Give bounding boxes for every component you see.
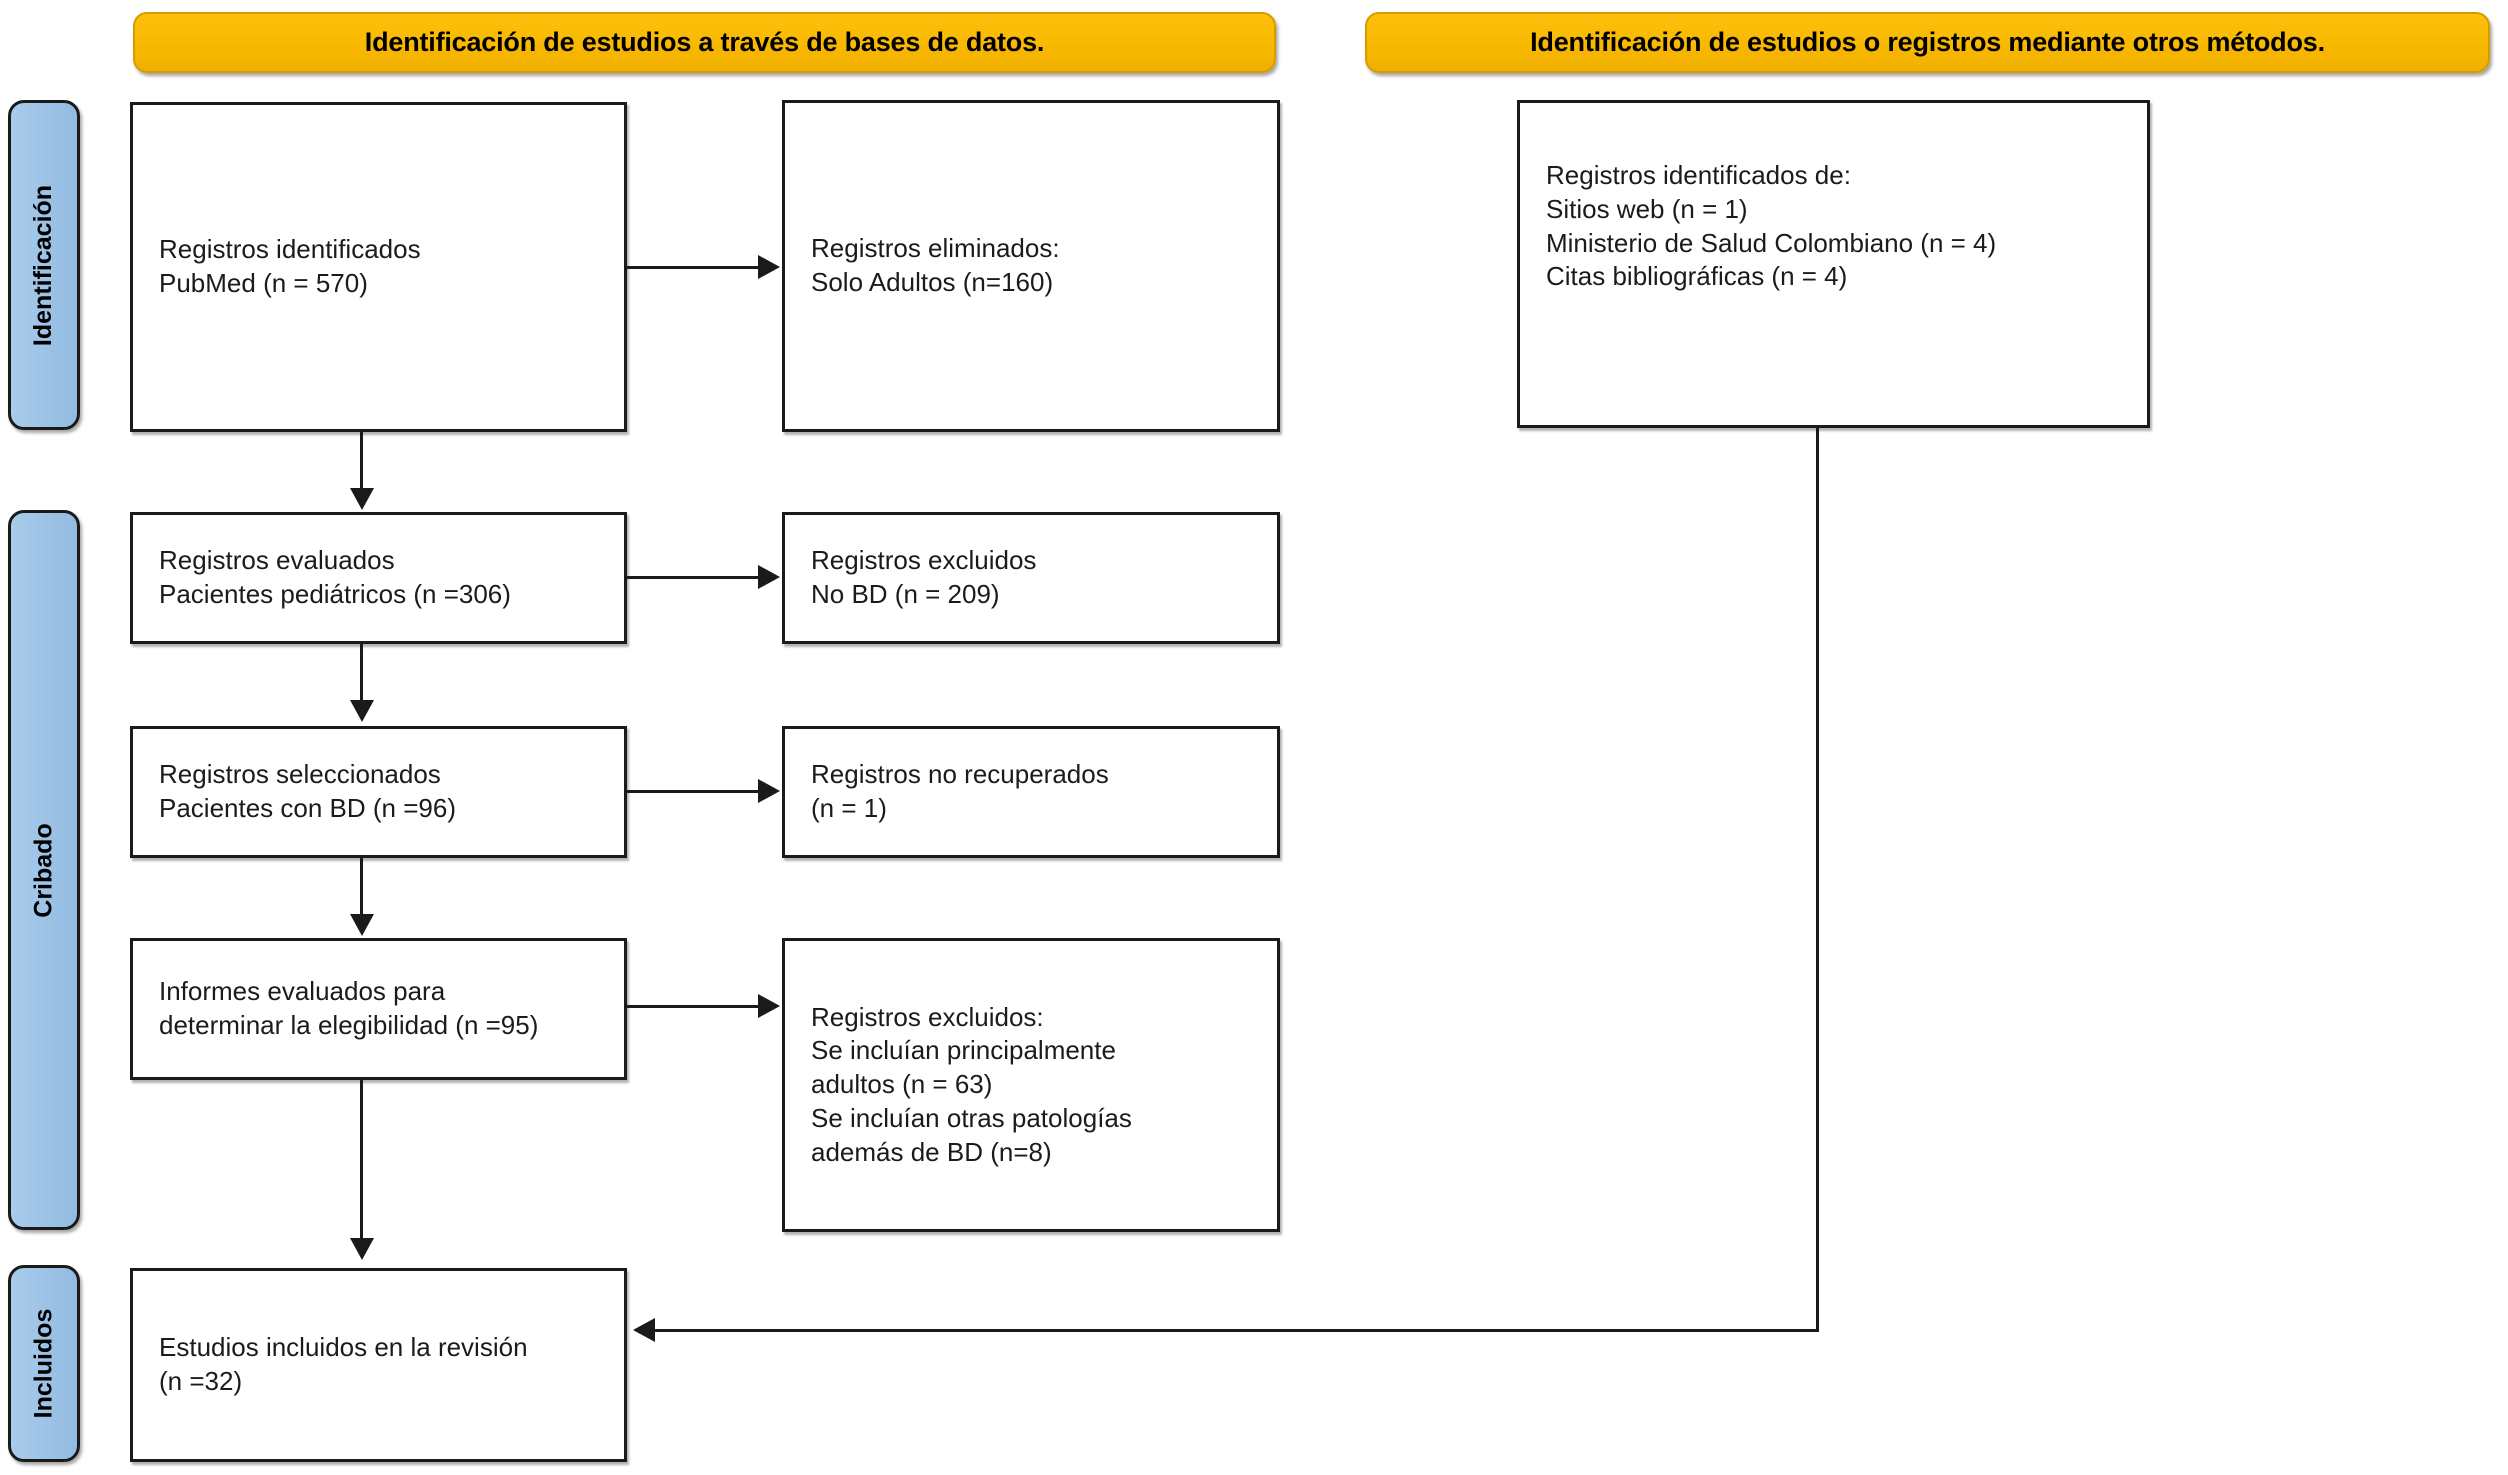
stage-tab-identificacion-label: Identificación — [29, 184, 58, 346]
box-reports-assessed-text: Informes evaluados para determinar la el… — [159, 976, 539, 1040]
box-reports-excluded: Registros excluidos: Se incluían princip… — [782, 938, 1280, 1232]
banner-databases-label: Identificación de estudios a través de b… — [364, 27, 1045, 57]
arrow-identified-to-screened — [350, 488, 374, 510]
box-records-identified-other: Registros identificados de: Sitios web (… — [1517, 100, 2150, 428]
connector-other-methods-to-included — [655, 1329, 1819, 1332]
box-records-removed-text: Registros eliminados: Solo Adultos (n=16… — [811, 233, 1060, 297]
arrow-screened-to-excluded — [758, 565, 780, 589]
stage-tab-cribado: Cribado — [8, 510, 80, 1230]
arrow-assessed-to-reports-excluded — [758, 994, 780, 1018]
box-records-not-retrieved-text: Registros no recuperados (n = 1) — [811, 759, 1109, 823]
box-studies-included: Estudios incluidos en la revisión (n =32… — [130, 1268, 627, 1462]
connector-identified-to-removed — [627, 266, 760, 269]
stage-tab-cribado-label: Cribado — [29, 822, 58, 918]
box-records-selected: Registros seleccionados Pacientes con BD… — [130, 726, 627, 858]
arrow-selected-to-not-retrieved — [758, 779, 780, 803]
box-reports-excluded-text: Registros excluidos: Se incluían princip… — [811, 1001, 1132, 1167]
connector-screened-to-excluded — [627, 576, 760, 579]
arrow-other-methods-to-included — [633, 1318, 655, 1342]
banner-other-methods-label: Identificación de estudios o registros m… — [1530, 27, 2325, 57]
arrow-assessed-to-included — [350, 1238, 374, 1260]
connector-selected-to-assessed — [360, 858, 363, 918]
arrow-selected-to-assessed — [350, 914, 374, 936]
box-records-excluded: Registros excluidos No BD (n = 209) — [782, 512, 1280, 644]
connector-selected-to-not-retrieved — [627, 790, 760, 793]
box-records-excluded-text: Registros excluidos No BD (n = 209) — [811, 545, 1037, 609]
banner-databases: Identificación de estudios a través de b… — [133, 12, 1276, 73]
connector-assessed-to-included — [360, 1080, 363, 1240]
box-reports-assessed: Informes evaluados para determinar la el… — [130, 938, 627, 1080]
box-studies-included-text: Estudios incluidos en la revisión (n =32… — [159, 1332, 528, 1396]
connector-assessed-to-reports-excluded — [627, 1005, 760, 1008]
banner-other-methods: Identificación de estudios o registros m… — [1365, 12, 2490, 73]
connector-identified-to-screened — [360, 432, 363, 492]
box-records-screened-text: Registros evaluados Pacientes pediátrico… — [159, 545, 511, 609]
box-records-identified-db: Registros identificados PubMed (n = 570) — [130, 102, 627, 432]
box-records-identified-db-text: Registros identificados PubMed (n = 570) — [159, 234, 421, 298]
box-records-identified-other-text: Registros identificados de: Sitios web (… — [1546, 160, 1997, 292]
box-records-not-retrieved: Registros no recuperados (n = 1) — [782, 726, 1280, 858]
box-records-screened: Registros evaluados Pacientes pediátrico… — [130, 512, 627, 644]
stage-tab-identificacion: Identificación — [8, 100, 80, 430]
connector-other-methods-down — [1816, 428, 1819, 1332]
box-records-selected-text: Registros seleccionados Pacientes con BD… — [159, 759, 456, 823]
arrow-identified-to-removed — [758, 255, 780, 279]
box-records-removed: Registros eliminados: Solo Adultos (n=16… — [782, 100, 1280, 432]
arrow-screened-to-selected — [350, 700, 374, 722]
connector-screened-to-selected — [360, 644, 363, 704]
stage-tab-incluidos-label: Incluidos — [29, 1308, 58, 1419]
stage-tab-incluidos: Incluidos — [8, 1265, 80, 1462]
